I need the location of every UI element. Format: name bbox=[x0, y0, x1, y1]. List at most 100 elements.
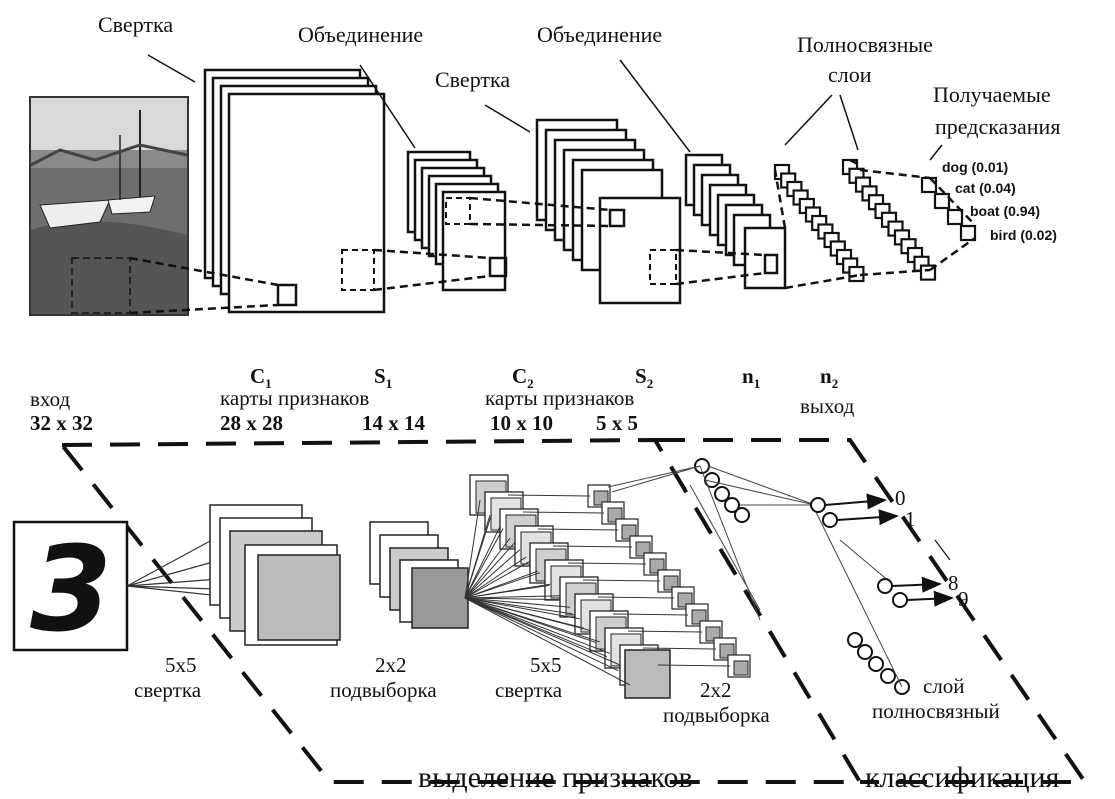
conv2-window bbox=[649, 249, 677, 285]
output-9: 9 bbox=[958, 587, 969, 611]
conv1-window bbox=[341, 249, 375, 291]
pointer-fc-a bbox=[784, 94, 833, 146]
pool1-feature-maps bbox=[406, 150, 507, 292]
conv1-kernel bbox=[276, 283, 298, 307]
fan-line bbox=[464, 583, 551, 599]
fan-line bbox=[464, 595, 561, 599]
prediction-list: dog (0.01) cat (0.04) boat (0.94) bird (… bbox=[942, 159, 1057, 243]
pool2-kernel bbox=[763, 253, 779, 275]
n1-neuron bbox=[868, 656, 884, 672]
op-pool2-name: подвыборка bbox=[663, 703, 770, 727]
fan-line bbox=[464, 597, 573, 615]
fan-line bbox=[464, 560, 531, 599]
c2-to-s2-line bbox=[522, 511, 605, 514]
op-conv2-name: свертка bbox=[495, 678, 563, 702]
pool1-kernel bbox=[488, 256, 508, 278]
header-s2-size: 5 x 5 bbox=[596, 411, 638, 435]
pointer-pool2 bbox=[619, 59, 691, 153]
prediction-boat: boat (0.94) bbox=[970, 203, 1040, 219]
output-0: 0 bbox=[895, 486, 906, 510]
classification-frame bbox=[655, 438, 1089, 784]
fan-line bbox=[464, 597, 619, 672]
output-1: 1 bbox=[905, 507, 916, 531]
pointer-pred bbox=[929, 144, 943, 161]
s2-to-n1-lines bbox=[607, 465, 816, 621]
n1-neuron bbox=[857, 644, 873, 660]
header-output-label: выход bbox=[800, 394, 855, 418]
fan-line bbox=[464, 542, 515, 599]
c2-to-s2-line bbox=[627, 630, 703, 633]
header-s1-size: 14 x 14 bbox=[362, 411, 426, 435]
header-s1-name: S1 bbox=[374, 364, 392, 391]
op-pool1-name: подвыборка bbox=[330, 678, 437, 702]
header-input-label: вход bbox=[30, 387, 71, 411]
header-n2-name: n2 bbox=[820, 364, 838, 391]
output-unit bbox=[959, 224, 977, 242]
fan-line bbox=[464, 597, 581, 620]
conv2-kernel bbox=[608, 208, 626, 228]
fan-line bbox=[464, 597, 591, 631]
n1-neuron bbox=[734, 507, 750, 523]
label-conv2: Свертка bbox=[435, 67, 510, 92]
op-conv1-size: 5x5 bbox=[165, 653, 197, 677]
fan-line bbox=[464, 597, 601, 643]
fc-connections bbox=[773, 158, 976, 290]
c1-maps bbox=[209, 504, 341, 646]
pool2-projection bbox=[675, 248, 766, 286]
pool1-window bbox=[445, 197, 471, 225]
fan-line bbox=[464, 597, 571, 608]
op-fc-line1: слой bbox=[923, 674, 965, 698]
n1-neuron bbox=[714, 486, 730, 502]
c2-to-s2-line bbox=[582, 579, 661, 582]
c2-to-s2-line bbox=[612, 613, 689, 616]
fan-line bbox=[464, 597, 631, 686]
conv1-feature-maps bbox=[203, 68, 386, 314]
n1-neuron bbox=[724, 497, 740, 513]
output-layer bbox=[920, 176, 977, 242]
input-to-c1-lines bbox=[126, 539, 259, 601]
header-c1-desc: карты признаков bbox=[220, 386, 369, 410]
section-classification: классификация bbox=[865, 761, 1060, 794]
fan-line bbox=[464, 597, 611, 654]
label-pred-line1: Получаемые bbox=[933, 82, 1051, 107]
n2-outputs bbox=[810, 493, 954, 608]
c2-to-s2-line bbox=[657, 664, 731, 667]
prediction-cat: cat (0.04) bbox=[955, 180, 1016, 196]
pool2-feature-maps bbox=[684, 153, 787, 290]
fan-line bbox=[464, 528, 504, 599]
fan-line bbox=[464, 526, 501, 599]
op-conv2-size: 5x5 bbox=[530, 653, 562, 677]
fan-line bbox=[464, 556, 527, 599]
header-c2-name: C2 bbox=[512, 364, 534, 391]
top-panel: Свертка Объединение Свертка Объединение … bbox=[29, 12, 1060, 316]
fan-line bbox=[464, 597, 621, 666]
c2-to-s2-line bbox=[597, 596, 675, 599]
prediction-dog: dog (0.01) bbox=[942, 159, 1008, 175]
c2-map-front bbox=[624, 649, 671, 699]
section-features: выделение признаков bbox=[418, 761, 693, 794]
output-8: 8 bbox=[948, 571, 959, 595]
fc-layer-2 bbox=[841, 158, 937, 281]
s2-map-inner bbox=[733, 660, 749, 676]
header-input-size: 32 x 32 bbox=[30, 411, 93, 435]
features-frame bbox=[57, 437, 864, 784]
fan-line bbox=[464, 549, 521, 599]
label-conv1: Свертка bbox=[98, 12, 173, 37]
c2-to-s2-line bbox=[567, 562, 647, 565]
pointer-conv2 bbox=[484, 104, 531, 133]
op-conv1-name: свертка bbox=[134, 678, 202, 702]
header-s2-name: S2 bbox=[635, 364, 653, 391]
s2-maps bbox=[587, 484, 751, 678]
input-photo bbox=[29, 96, 189, 316]
op-pool2-size: 2x2 bbox=[700, 678, 732, 702]
c2-to-s2-line bbox=[537, 528, 619, 531]
label-fc-line2: слои bbox=[828, 62, 872, 87]
c2-to-s2-line bbox=[552, 545, 633, 548]
pointer-fc-b bbox=[839, 94, 859, 151]
c2-to-s2-line bbox=[507, 494, 591, 497]
s1-to-c2-lines bbox=[464, 494, 731, 686]
op-pool1-size: 2x2 bbox=[375, 653, 407, 677]
conv1-projection bbox=[129, 256, 279, 315]
c2-maps bbox=[469, 474, 671, 699]
